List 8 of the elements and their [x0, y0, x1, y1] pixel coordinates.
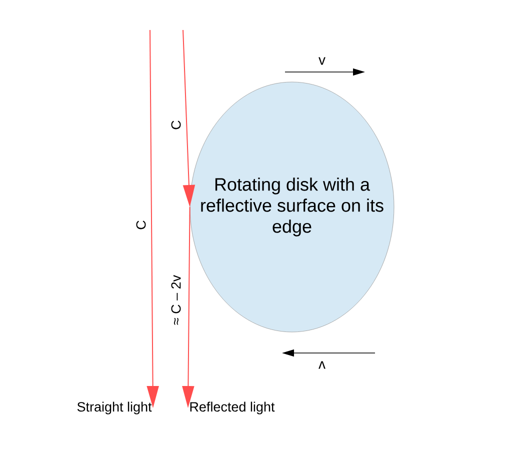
speed-label: v: [318, 361, 326, 369]
light-label: Straight light: [77, 402, 152, 414]
edge-label: C: [170, 119, 182, 131]
edge-label: ≈ C – 2v: [170, 274, 182, 326]
speed-label: v: [318, 57, 326, 65]
light-label: Reflected light: [190, 402, 275, 414]
rotating-disk: Rotating disk with a reflective surface on its edge: [190, 82, 394, 332]
edge-label: C: [135, 219, 147, 231]
